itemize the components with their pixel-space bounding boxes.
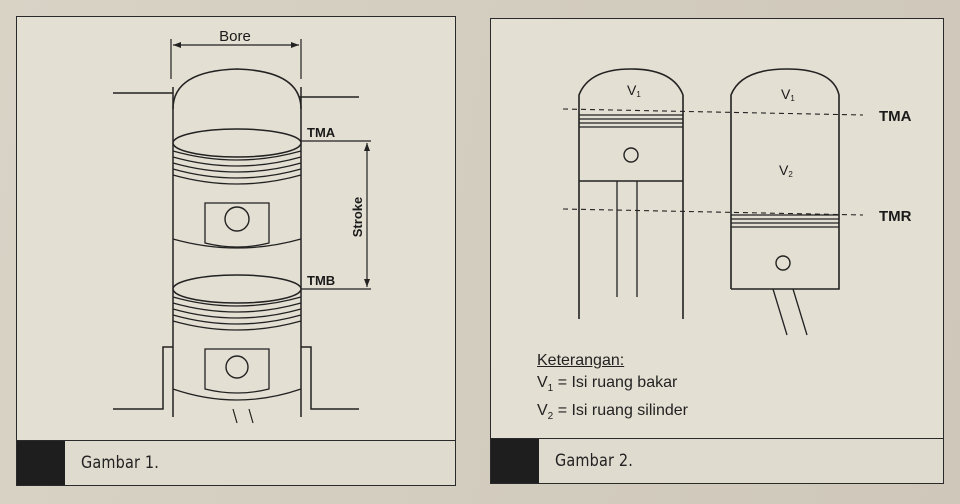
legend-title: Keterangan: xyxy=(537,352,625,369)
legend: Keterangan: V1 = Isi ruang bakar V2 = Is… xyxy=(537,350,688,428)
stroke-arrow-bottom xyxy=(364,279,370,287)
figure-1-panel: Bore xyxy=(16,16,456,486)
block-bottom-right xyxy=(301,346,359,410)
piston-lower xyxy=(172,274,302,424)
v1-left-label: V1 xyxy=(627,82,641,99)
legend-item-v1: V1 = Isi ruang bakar xyxy=(537,374,678,395)
tmr-dashed-line xyxy=(562,208,864,216)
v1-right-label: V1 xyxy=(781,86,795,103)
block-bottom-left xyxy=(113,346,173,410)
tma-label: TMA xyxy=(307,125,336,140)
figure-1-caption: Gambar 1. xyxy=(81,453,160,473)
tmr-label: TMR xyxy=(879,208,912,225)
figure-2-caption-bar: Gambar 2. xyxy=(491,438,943,483)
figure-2-diagram: V1 V1 V2 TMA TMR xyxy=(562,68,912,336)
figure-1-diagram: Bore xyxy=(113,28,371,424)
legend-item-v2: V2 = Isi ruang silinder xyxy=(537,402,688,423)
stroke-label: Stroke xyxy=(350,197,365,237)
bore-arrow-right xyxy=(291,42,299,48)
cylinder-left xyxy=(578,68,684,319)
bore-label: Bore xyxy=(219,28,251,45)
figure-2-caption: Gambar 2. xyxy=(555,451,634,471)
figure-2-panel: V1 V1 V2 TMA TMR Gambar 2. xyxy=(490,18,944,484)
caption-marker xyxy=(491,439,539,483)
v2-label: V2 xyxy=(779,162,793,179)
piston-upper xyxy=(172,128,302,249)
cylinder-head-dome xyxy=(172,68,302,110)
figure-1-caption-bar: Gambar 1. xyxy=(17,440,455,485)
tmb-label: TMB xyxy=(307,273,335,288)
caption-marker xyxy=(17,441,65,485)
cylinder-right xyxy=(730,68,840,336)
tma-dashed-line xyxy=(562,108,864,116)
stroke-arrow-top xyxy=(364,143,370,151)
bore-arrow-left xyxy=(173,42,181,48)
tma-label-fig2: TMA xyxy=(879,108,912,125)
